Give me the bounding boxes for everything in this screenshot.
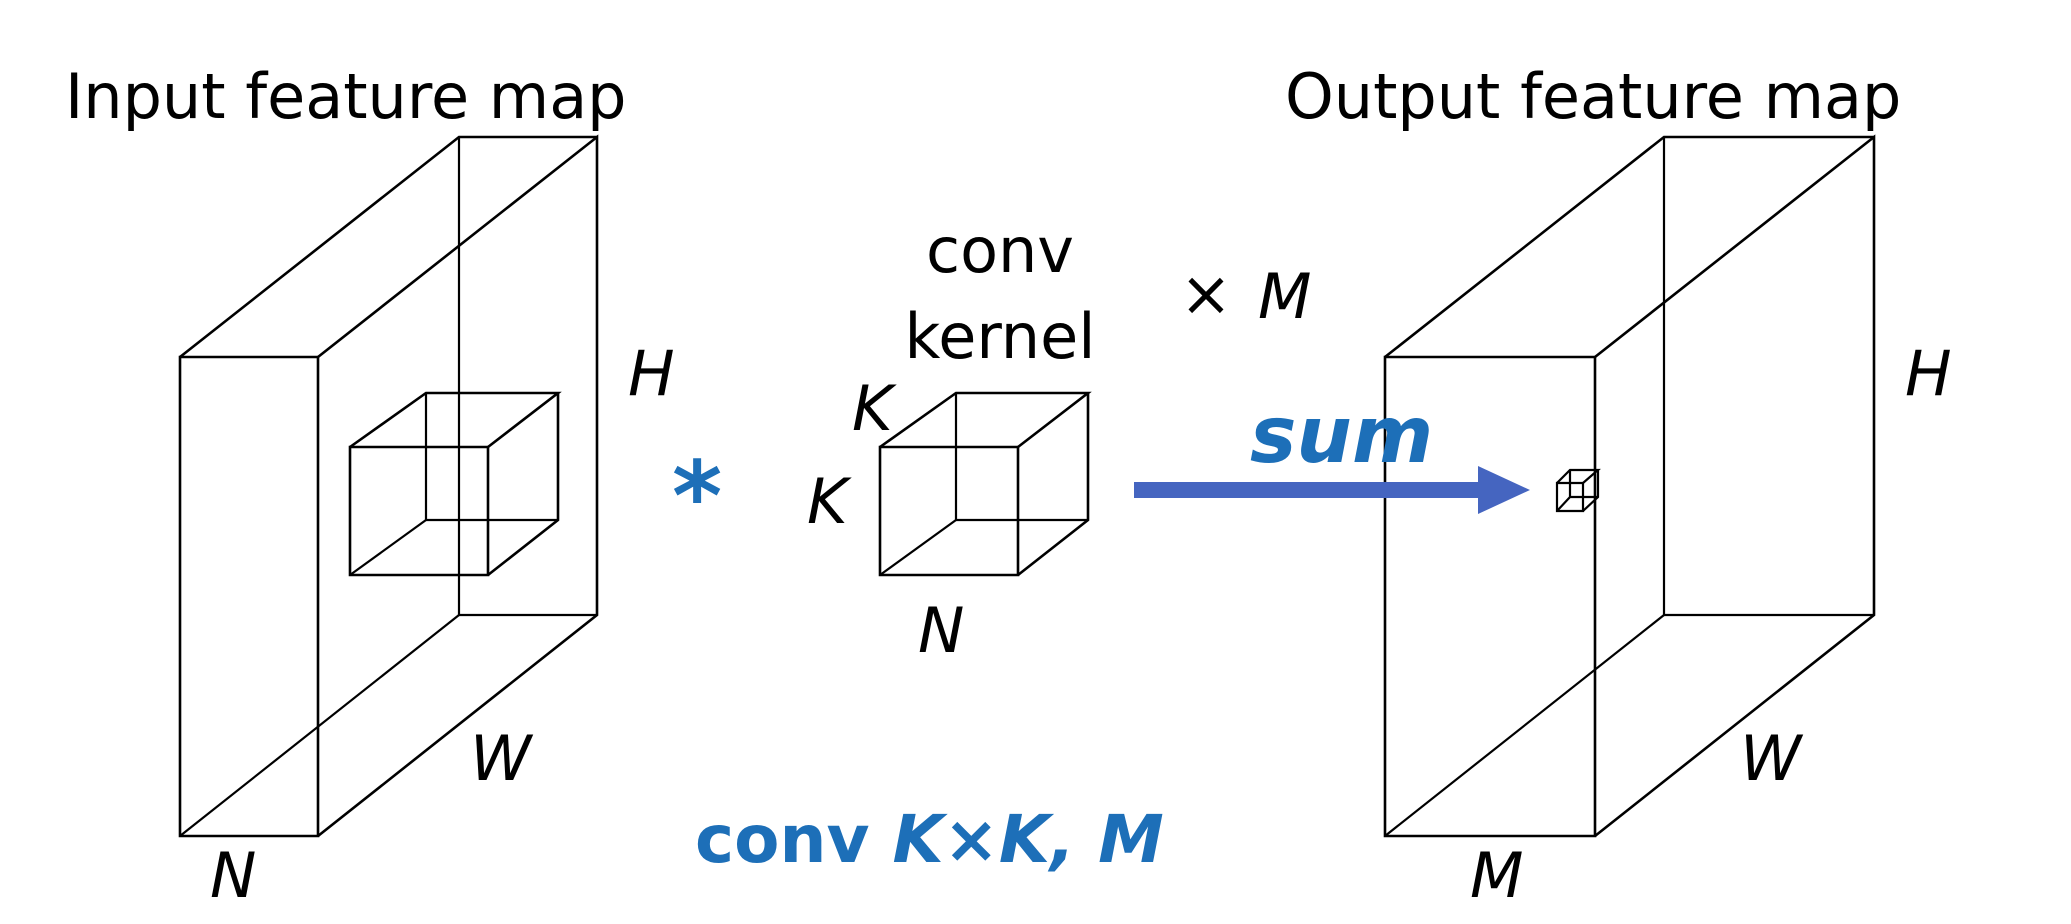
output-feature-map-title: Output feature map: [1285, 60, 1901, 133]
sum-arrow: [1134, 466, 1530, 514]
kernel-channels-label: N: [918, 594, 964, 667]
input-feature-map-title: Input feature map: [65, 60, 627, 133]
conv-kernel-label-line2: kernel: [905, 300, 1096, 373]
output-channels-label: M: [1470, 839, 1524, 912]
input-channels-label: N: [210, 839, 256, 912]
conv-kernel-label-line1: conv: [926, 214, 1074, 287]
output-height-label: H: [1905, 337, 1952, 410]
sum-label: sum: [1250, 391, 1433, 481]
kernel-size-side-label: K: [807, 465, 852, 538]
output-voxel-cube: [1555, 468, 1601, 513]
input-receptive-field-cube: [348, 391, 562, 577]
conv-caption-prefix: conv: [695, 801, 892, 878]
input-feature-map-box: [178, 134, 599, 838]
input-height-label: H: [628, 337, 675, 410]
conv-caption: conv K×K, M: [695, 801, 1164, 878]
conv-caption-formula: K×K, M: [892, 801, 1163, 878]
kernel-count-label: M: [1258, 260, 1312, 333]
times-symbol: ×: [1180, 257, 1232, 330]
convolution-operator: *: [672, 441, 722, 553]
conv-kernel-cube: [878, 391, 1092, 577]
kernel-size-top-label: K: [852, 372, 897, 445]
output-feature-map-box: [1383, 134, 1876, 838]
input-width-label: W: [470, 722, 534, 795]
output-width-label: W: [1740, 722, 1804, 795]
